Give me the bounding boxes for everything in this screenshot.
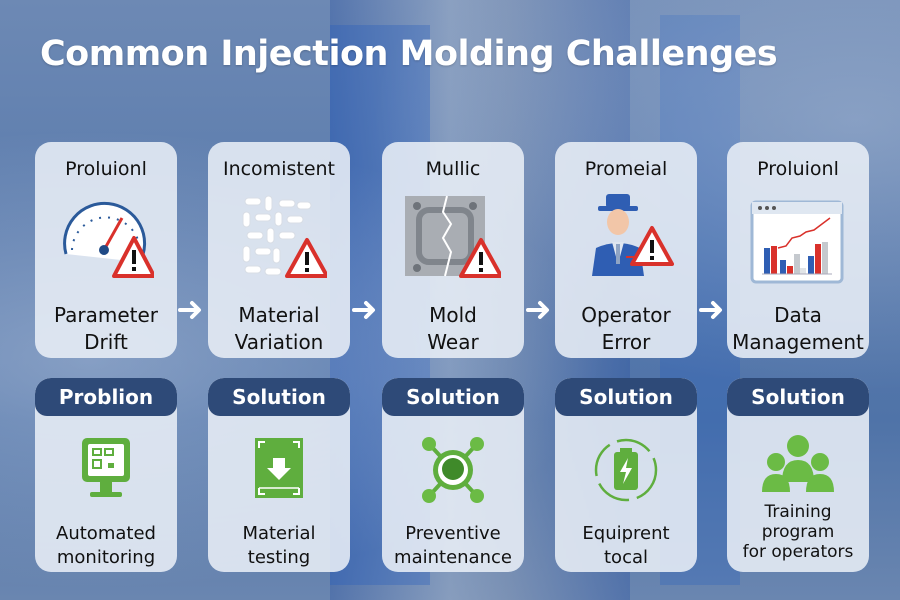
problem-name: Parameter Drift: [53, 303, 159, 354]
arrow-right-icon: [352, 301, 375, 319]
problem-name: Data Management: [732, 303, 864, 354]
problem-label: Proluionl: [757, 158, 839, 180]
monitor-icon: [68, 432, 144, 508]
solution-name: Equiprent tocal: [582, 523, 670, 568]
solution-card-equipment: Solution Equiprent tocal: [555, 378, 697, 572]
problem-label: Proluionl: [65, 158, 147, 180]
arrow-right-icon: [526, 301, 549, 319]
solution-header: Problion: [35, 378, 177, 416]
problem-label: Promeial: [584, 158, 668, 180]
gauge-warning-icon: [58, 192, 156, 288]
solution-card-preventive-maintenance: Solution Preventive maintenance: [382, 378, 524, 572]
gear-nodes-icon: [415, 432, 491, 508]
solution-name: Automated monitoring: [56, 523, 156, 568]
problem-label: Mullic: [425, 158, 481, 180]
problem-card-parameter-drift: Proluionl Parameter Drift: [35, 142, 177, 358]
solution-header: Solution: [727, 378, 869, 416]
cracked-mold-warning-icon: [405, 192, 503, 288]
solution-header: Solution: [382, 378, 524, 416]
problem-name: Material Variation: [234, 303, 324, 354]
test-frame-icon: [241, 432, 317, 508]
problem-card-operator-error: Promeial Operator Error: [555, 142, 697, 358]
chart-window-icon: [750, 192, 846, 288]
arrow-right-icon: [178, 301, 201, 319]
solution-card-automated-monitoring: Problion Automated monitoring: [35, 378, 177, 572]
problem-card-material-variation: Incomistent Material Variation: [208, 142, 350, 358]
battery-cycle-icon: [588, 432, 664, 508]
arrow-right-icon: [699, 301, 722, 319]
solution-header: Solution: [208, 378, 350, 416]
solution-name: Training program for operators: [742, 502, 854, 562]
problem-card-data-management: Proluionl Data Management: [727, 142, 869, 358]
problem-name: Operator Error: [581, 303, 671, 354]
pellets-warning-icon: [231, 192, 329, 288]
problem-card-mold-wear: Mullic Mold Wear: [382, 142, 524, 358]
problem-name: Mold Wear: [427, 303, 479, 354]
solution-card-material-testing: Solution Material testing: [208, 378, 350, 572]
solution-name: Preventive maintenance: [394, 523, 512, 568]
solution-card-training-program: Solution Training program for operators: [727, 378, 869, 572]
problem-label: Incomistent: [222, 158, 336, 180]
page-title: Common Injection Molding Challenges: [40, 34, 778, 74]
operator-warning-icon: [578, 192, 674, 288]
solution-name: Material testing: [242, 523, 316, 568]
solution-header: Solution: [555, 378, 697, 416]
team-icon: [760, 434, 836, 496]
